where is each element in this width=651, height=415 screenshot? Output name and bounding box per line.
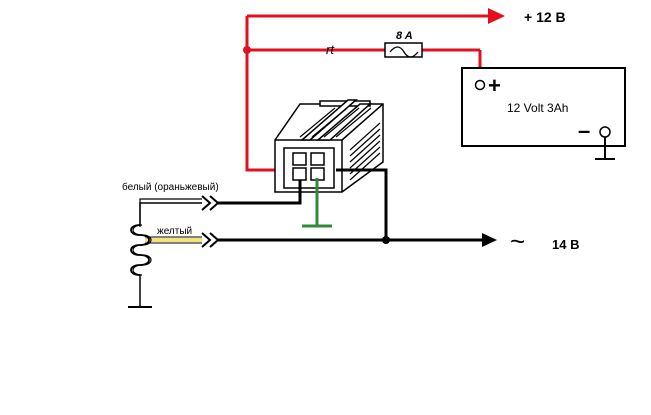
output-14v-label: 14 В [552, 237, 579, 252]
battery-label: 12 Volt 3Ah [507, 101, 568, 115]
black-wires [217, 168, 482, 242]
yellow-wire-connector [201, 232, 220, 248]
battery-plus-label: + [488, 73, 501, 98]
ac-tilde-label: ~ [510, 226, 525, 256]
yellow-wire-label: желтый [157, 226, 192, 237]
battery [461, 67, 626, 160]
output-arrow [482, 233, 497, 247]
battery-minus-label: – [578, 118, 590, 143]
white-wire-connector [201, 195, 220, 211]
white-wire-label: белый (ораньжевый) [122, 181, 219, 193]
plus-12v-label: + 12 В [524, 9, 566, 25]
red-wire-label: rt [326, 42, 335, 57]
red-power-wire [245, 14, 490, 172]
output-junction-dot [382, 236, 390, 244]
fuse [384, 42, 423, 58]
plus-12v-arrow [488, 8, 505, 24]
voltage-regulator [274, 99, 384, 193]
red-junction-dot [243, 46, 251, 54]
stator-coil [128, 198, 202, 308]
fuse-rating-label: 8 A [396, 30, 413, 42]
green-ground-wire [302, 178, 332, 228]
